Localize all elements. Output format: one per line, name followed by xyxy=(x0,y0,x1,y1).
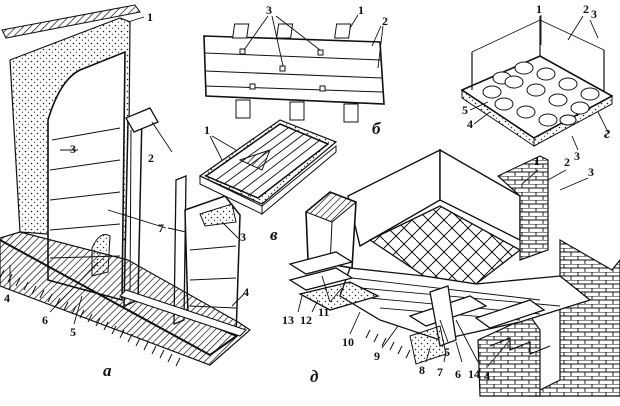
label-d-11: 11 xyxy=(318,305,329,319)
panel-d-letter: д xyxy=(310,367,319,386)
label-d-2: 2 xyxy=(564,155,570,169)
panel-d-drawing xyxy=(288,148,620,397)
label-d-10: 10 xyxy=(342,335,354,349)
panel-a-letter: а xyxy=(103,361,112,380)
label-d-7: 7 xyxy=(437,365,443,379)
label-d-1: 1 xyxy=(534,154,540,168)
label-g-1: 1 xyxy=(536,2,542,16)
panel-v-letter: в xyxy=(270,225,278,244)
label-g-2: 2 xyxy=(583,2,589,16)
panel-g-letter: г xyxy=(604,123,610,142)
label-g-4: 4 xyxy=(467,117,473,131)
label-a-5: 5 xyxy=(70,325,76,339)
label-a-4-left: 4 xyxy=(4,291,10,305)
label-d-5: 5 xyxy=(444,345,450,359)
label-d-14: 14 xyxy=(468,367,480,381)
label-v-1: 1 xyxy=(204,123,210,137)
label-g-3: 3 xyxy=(591,7,597,21)
label-a-1: 1 xyxy=(147,10,153,24)
label-b-3: 3 xyxy=(266,3,272,17)
label-d-12: 12 xyxy=(300,313,312,327)
label-b-1: 1 xyxy=(358,3,364,17)
label-a-7: 7 xyxy=(158,221,164,235)
label-a-4-right: 4 xyxy=(243,285,249,299)
label-a-6: 6 xyxy=(42,313,48,327)
label-a-3-left: 3 xyxy=(70,142,76,156)
label-g-3b: 3 xyxy=(574,149,580,163)
label-d-13: 13 xyxy=(282,313,294,327)
label-d-6: 6 xyxy=(455,367,461,381)
panel-b-letter: б xyxy=(372,119,382,138)
label-d-8: 8 xyxy=(419,363,425,377)
label-d-9: 9 xyxy=(374,349,380,363)
panel-a-drawing xyxy=(0,4,251,367)
label-a-2: 2 xyxy=(148,151,154,165)
panel-g-drawing xyxy=(460,15,614,151)
label-a-3-right: 3 xyxy=(240,230,246,244)
label-g-5: 5 xyxy=(462,103,468,117)
panel-b-drawing xyxy=(203,14,385,123)
label-d-3: 3 xyxy=(588,165,594,179)
panel-v-drawing xyxy=(198,119,338,216)
label-b-2: 2 xyxy=(382,14,388,28)
label-d-4: 4 xyxy=(484,369,490,383)
